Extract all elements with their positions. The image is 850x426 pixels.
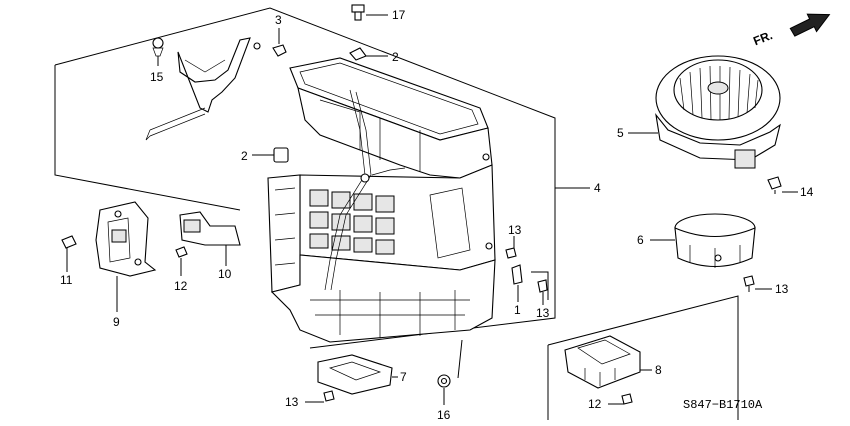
screw-11 [61,235,77,272]
screw-13-right [743,275,772,292]
callout-11: 11 [60,273,73,287]
callout-14: 14 [800,185,814,199]
screw-14 [767,176,798,194]
nut-16 [437,339,463,405]
callout-2-upper: 2 [392,50,399,64]
screw-13-bottom [305,390,335,403]
callout-13-center-b: 13 [536,306,550,320]
blower-resistor-8 [564,335,652,389]
mode-motor-9 [95,201,157,312]
callout-8: 8 [655,363,662,377]
callout-17: 17 [392,8,406,22]
front-direction-label: FR. [751,28,774,48]
callout-4: 4 [594,181,601,195]
callout-2-left: 2 [241,149,248,163]
callout-12-left: 12 [174,279,188,293]
screw-12-left [175,246,188,276]
callout-9: 9 [113,315,120,329]
blower-resistor-group-outline [547,295,739,420]
screw-17 [351,4,388,21]
callout-16: 16 [437,408,451,422]
blower-motor-5 [628,55,781,169]
callout-3: 3 [275,13,282,27]
callout-13-right: 13 [775,282,789,296]
front-direction-indicator: FR. [751,13,831,48]
vent-grid [309,189,395,255]
filter-lid-7 [317,354,398,395]
callout-7: 7 [400,370,407,384]
callout-6: 6 [637,233,644,247]
callout-10: 10 [218,267,232,281]
diagram-code: S847−B1710A [683,398,763,412]
actuator-10 [179,211,241,266]
callout-12-right: 12 [588,397,602,411]
lever-rod-15 [145,37,261,141]
callout-labels: 17 3 2 15 2 4 5 14 6 13 13 1 13 11 12 10… [60,8,814,422]
screw-13-center-b [531,271,549,305]
blower-housing-6 [650,213,756,268]
callout-1: 1 [514,303,521,317]
screw-13-center [505,236,517,259]
callout-13-bottom: 13 [285,395,299,409]
callout-15: 15 [150,70,164,84]
clip-1 [511,264,523,302]
clip-2-left [252,147,289,163]
screw-12-right [608,393,633,405]
callout-13-center: 13 [508,223,522,237]
heater-unit-housing [267,57,496,343]
clip-2-upper [349,47,388,61]
clip-3 [272,28,287,57]
callout-5: 5 [617,126,624,140]
